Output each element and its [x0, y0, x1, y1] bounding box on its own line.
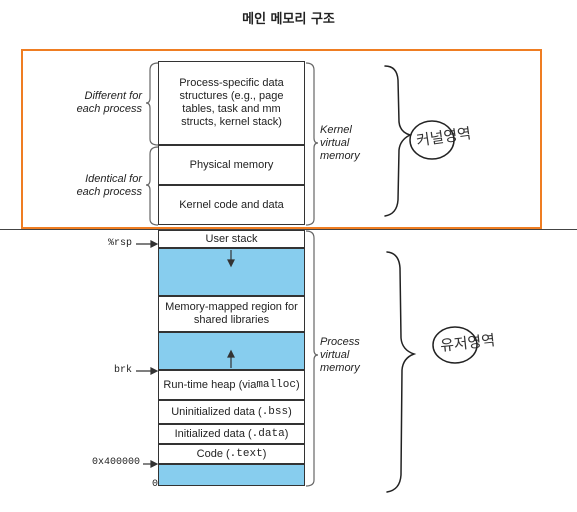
kernel-region-frame [21, 49, 542, 229]
kernel-user-divider [0, 229, 577, 230]
process-virtual-brace [305, 230, 319, 487]
user-hand-brace [386, 251, 417, 493]
brk-label: brk [113, 365, 132, 376]
addr-zero-label: 0 [151, 479, 158, 490]
user-stack-block: User stack [158, 230, 305, 248]
code-label: Code ( [196, 447, 230, 460]
heap-code: malloc [256, 378, 296, 391]
kernel-hand-brace [384, 65, 413, 217]
kernel-code-block: Kernel code and data [158, 185, 305, 225]
heap-label: Run-time heap (via [163, 378, 257, 391]
page-title: 메인 메모리 구조 [242, 12, 335, 27]
rsp-label: %rsp [107, 238, 132, 249]
kernel-circle [409, 120, 455, 160]
identical-label: Identical for each process [76, 173, 142, 198]
identical-brace [145, 146, 159, 226]
process-virtual-label: Process virtual memory [320, 336, 360, 374]
user-circle [432, 326, 478, 364]
mmap-region-block: Memory-mapped region for shared librarie… [158, 296, 305, 332]
kernel-virtual-label: Kernel virtual memory [320, 124, 360, 162]
data-label: Initialized data ( [174, 427, 252, 440]
heap-suffix: ) [295, 378, 300, 391]
addr-400000-label: 0x400000 [91, 457, 140, 468]
data-suffix: ) [284, 427, 289, 440]
kernel-virtual-brace [305, 62, 319, 226]
bss-block: Uninitialized data (.bss) [158, 400, 305, 424]
different-label: Different for each process [76, 90, 142, 115]
code-code: .text [229, 447, 263, 460]
bss-suffix: ) [288, 405, 292, 418]
runtime-heap-block: Run-time heap (via malloc) [158, 370, 305, 400]
code-block: Code (.text) [158, 444, 305, 464]
data-block: Initialized data (.data) [158, 424, 305, 444]
process-specific-data-block: Process-specific data structures (e.g., … [158, 61, 305, 145]
code-suffix: ) [262, 447, 267, 460]
physical-memory-block: Physical memory [158, 145, 305, 185]
data-code: .data [251, 427, 285, 440]
different-brace [145, 62, 159, 146]
bss-label: Uninitialized data ( [171, 405, 262, 418]
bss-code: .bss [261, 405, 289, 418]
unused-low-area [158, 464, 305, 486]
